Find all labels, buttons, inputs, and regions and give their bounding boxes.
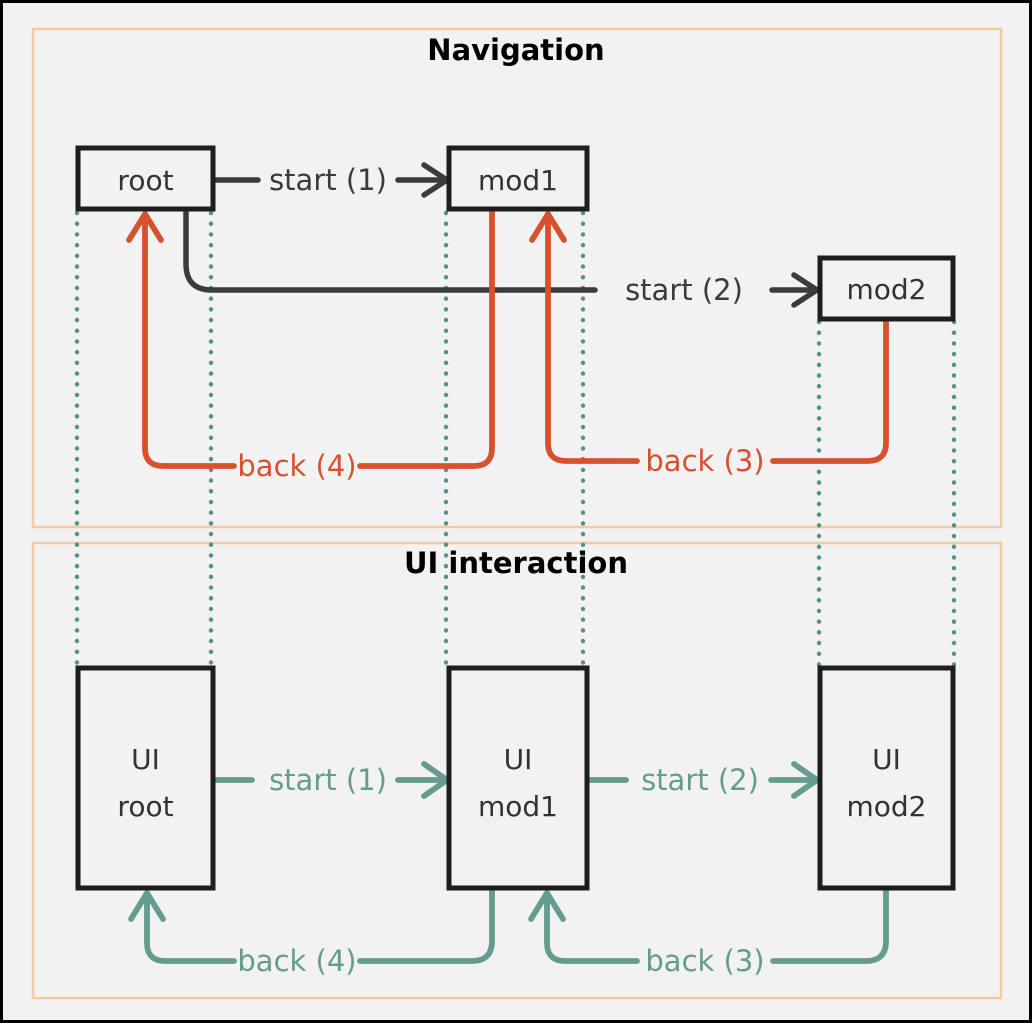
ui-interaction-panel-title: UI interaction: [404, 546, 628, 580]
navigation-panel: [31, 27, 1003, 529]
ui-interaction-panel: [31, 541, 1003, 1000]
ui-mod2-box-label-line1: UI: [872, 743, 901, 776]
ui-mod2-box-label-line2: mod2: [847, 790, 927, 823]
nav-back3-arrowhead: [529, 211, 567, 243]
ui-boxes: [75, 665, 956, 891]
ui-back4-arrow: [144, 885, 495, 964]
ui-start2-arrowhead: [791, 761, 820, 799]
nav-back4-label: back (4): [237, 449, 356, 483]
ui-root-box: [75, 665, 216, 891]
nav-mod1-box-label: mod1: [478, 164, 558, 197]
ui-back3-arrowhead: [528, 890, 566, 922]
nav-back3-label: back (3): [645, 444, 764, 478]
nav-back4-arrowhead: [126, 211, 164, 243]
nav-mod1-box: [446, 145, 590, 212]
ui-back3-arrow: [544, 885, 889, 964]
ui-back4-arrowhead: [128, 890, 166, 922]
ui-back4-label: back (4): [237, 944, 356, 978]
nav-mod2-box-label: mod2: [847, 273, 927, 306]
ui-start1-label: start (1): [269, 763, 387, 797]
nav-start2-label: start (2): [625, 273, 743, 307]
nav-boxes: [75, 145, 956, 322]
ui-arrows: [128, 761, 889, 964]
ui-mod2-box: [817, 665, 956, 891]
ui-root-box-label-line2: root: [117, 790, 173, 823]
ui-back3-label: back (3): [645, 944, 764, 978]
ui-mod1-box-label-line1: UI: [504, 743, 533, 776]
nav-start1-label: start (1): [269, 163, 387, 197]
nav-start2-arrow: [183, 206, 815, 293]
ui-mod1-box-label-line2: mod1: [478, 790, 558, 823]
nav-root-box: [75, 145, 216, 212]
ui-start2-label: start (2): [641, 763, 759, 797]
nav-back3-arrow: [545, 216, 889, 464]
nav-back4-arrow: [142, 206, 495, 469]
ui-root-box-label-line1: UI: [131, 743, 160, 776]
nav-start2-arrowhead: [791, 272, 820, 308]
nav-root-box-label: root: [117, 164, 173, 197]
nav-back-arrows: [126, 206, 889, 469]
ui-mod1-box: [446, 665, 590, 891]
nav-mod2-box: [817, 255, 956, 322]
navigation-panel-title: Navigation: [427, 33, 604, 67]
